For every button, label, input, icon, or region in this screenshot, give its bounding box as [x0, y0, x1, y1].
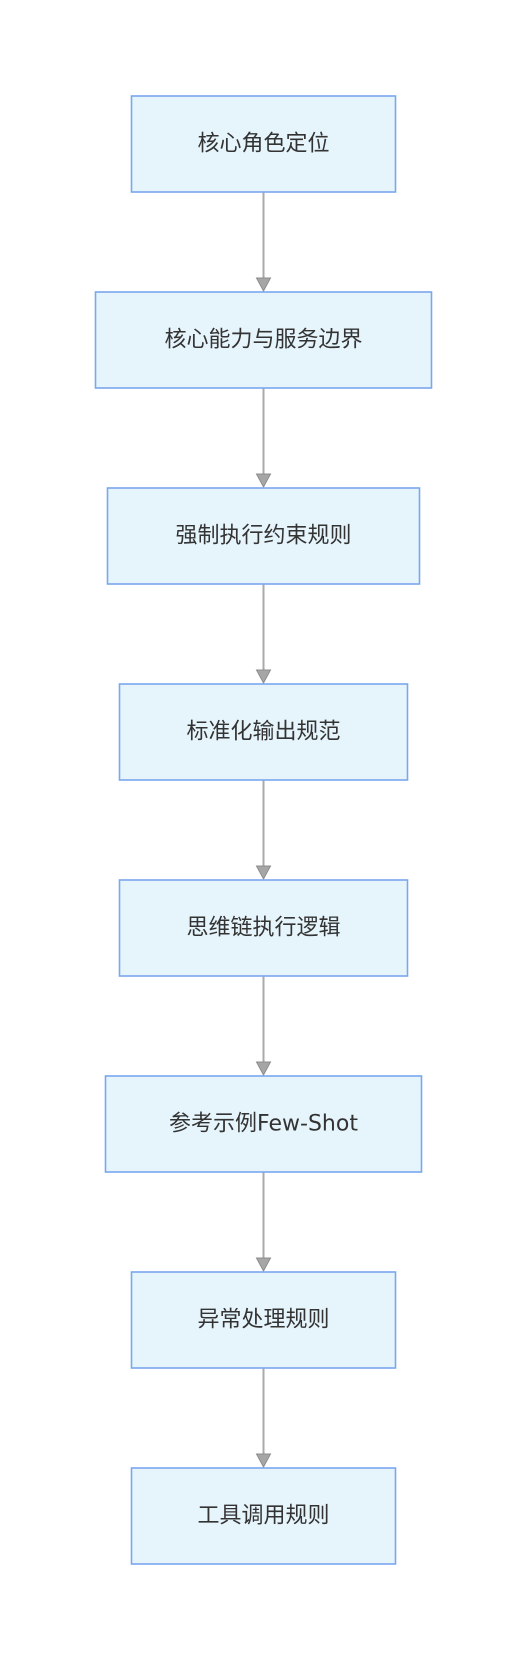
edges-layer — [255, 192, 272, 1469]
arrow-head-icon — [255, 1257, 272, 1273]
flowchart-node-8: 工具调用规则 — [130, 1467, 397, 1565]
flowchart-node-3: 强制执行约束规则 — [106, 487, 421, 585]
flowchart-edge-3 — [255, 584, 272, 685]
node-box — [106, 487, 421, 585]
node-label: 思维链执行逻辑 — [186, 916, 340, 941]
arrow-head-icon — [255, 1453, 272, 1469]
flowchart-edge-2 — [255, 388, 272, 489]
nodes-layer: 核心角色定位核心能力与服务边界强制执行约束规则标准化输出规范思维链执行逻辑参考示… — [94, 95, 433, 1565]
node-box — [130, 1467, 397, 1565]
flowchart-node-6: 参考示例Few-Shot — [104, 1075, 423, 1173]
flowchart-edge-1 — [255, 192, 272, 293]
arrow-head-icon — [255, 1061, 272, 1077]
flowchart-node-1: 核心角色定位 — [130, 95, 397, 193]
flowchart-node-5: 思维链执行逻辑 — [118, 879, 409, 977]
flowchart-edge-4 — [255, 780, 272, 881]
flowchart-edge-7 — [255, 1368, 272, 1469]
node-label: 核心能力与服务边界 — [164, 328, 362, 353]
node-box — [104, 1075, 423, 1173]
node-box — [130, 95, 397, 193]
arrow-head-icon — [255, 473, 272, 489]
node-label: 核心角色定位 — [197, 132, 329, 157]
node-label: 异常处理规则 — [197, 1308, 329, 1333]
arrow-head-icon — [255, 669, 272, 685]
node-box — [118, 879, 409, 977]
node-box — [94, 291, 433, 389]
node-label: 参考示例Few-Shot — [169, 1112, 358, 1137]
arrow-head-icon — [255, 865, 272, 881]
node-label: 标准化输出规范 — [186, 720, 340, 745]
flowchart-node-2: 核心能力与服务边界 — [94, 291, 433, 389]
flowchart-node-7: 异常处理规则 — [130, 1271, 397, 1369]
arrow-head-icon — [255, 277, 272, 293]
flowchart-edge-6 — [255, 1172, 272, 1273]
flowchart-node-4: 标准化输出规范 — [118, 683, 409, 781]
flowchart-edge-5 — [255, 976, 272, 1077]
node-label: 工具调用规则 — [197, 1504, 329, 1529]
node-box — [130, 1271, 397, 1369]
node-box — [118, 683, 409, 781]
node-label: 强制执行约束规则 — [175, 524, 351, 549]
